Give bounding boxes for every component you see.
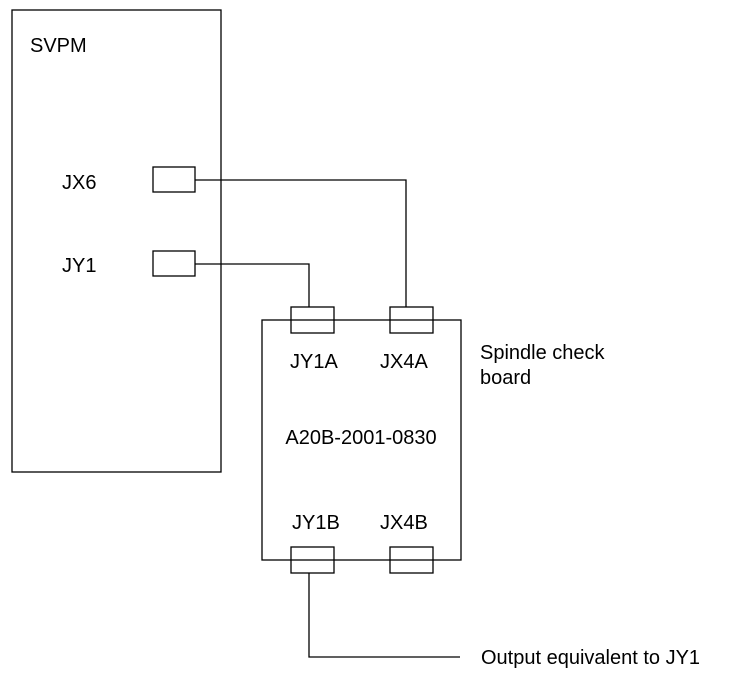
wire-jy1b-output bbox=[308, 573, 460, 658]
svpm-unit: SVPM JX6 JY1 bbox=[11, 9, 222, 473]
svpm-jx6-connector bbox=[152, 166, 196, 193]
wire-jx6-to-jx4a bbox=[195, 179, 407, 307]
jx4b-label: JX4B bbox=[380, 512, 428, 534]
jx4a-label: JX4A bbox=[380, 351, 428, 373]
jy1a-connector bbox=[290, 306, 335, 334]
output-label: Output equivalent to JY1 bbox=[481, 647, 700, 669]
svpm-title: SVPM bbox=[30, 35, 87, 57]
part-number: A20B-2001-0830 bbox=[285, 427, 436, 449]
jy1b-connector bbox=[290, 546, 335, 574]
jx4a-connector bbox=[389, 306, 434, 334]
wire-jy1-to-jy1a bbox=[195, 263, 310, 307]
svpm-jx6-label: JX6 bbox=[62, 172, 96, 194]
jy1b-label: JY1B bbox=[292, 512, 340, 534]
svpm-jy1-label: JY1 bbox=[62, 255, 96, 277]
jx4b-connector bbox=[389, 546, 434, 574]
wires bbox=[195, 179, 460, 658]
svpm-jy1-connector bbox=[152, 250, 196, 277]
board-name-line1: Spindle check bbox=[480, 342, 606, 364]
spindle-check-board: JY1A JX4A A20B-2001-0830 JY1B JX4B Spind… bbox=[261, 306, 606, 574]
jy1a-label: JY1A bbox=[290, 351, 338, 373]
check-board-outline bbox=[261, 319, 462, 561]
board-name-line2: board bbox=[480, 367, 531, 389]
svpm-outline bbox=[11, 9, 222, 473]
